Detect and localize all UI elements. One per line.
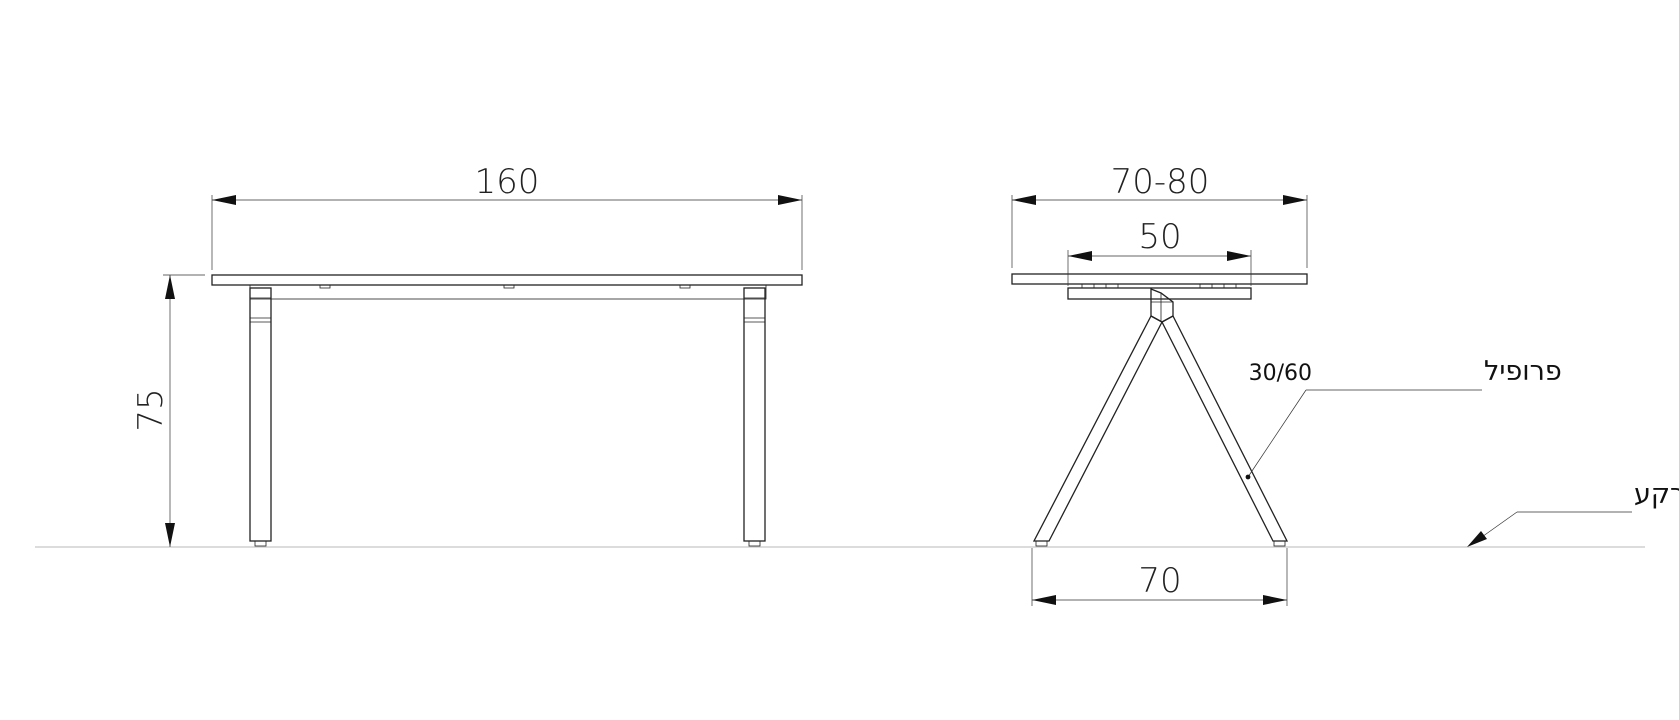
front-height-label: 75 (131, 388, 171, 431)
side-base-width-label: 70 (1138, 561, 1181, 601)
front-bracket-3 (679, 284, 691, 289)
ground-callout (1467, 511, 1632, 547)
side-left-foot (1035, 540, 1048, 547)
side-base-width-dimension (1031, 548, 1288, 606)
front-right-leg (734, 284, 766, 547)
side-tabletop (1011, 273, 1308, 285)
side-frame-width-dimension (1067, 250, 1252, 286)
front-view: 160 75 (131, 162, 803, 547)
front-bracket-1 (319, 284, 331, 289)
ground-label: פני קרקע (1634, 479, 1679, 510)
front-width-dimension (211, 195, 803, 270)
front-bracket-2 (503, 284, 515, 289)
front-tabletop (211, 274, 803, 286)
side-left-leg (1032, 315, 1163, 542)
front-left-leg (249, 284, 281, 547)
side-right-foot (1273, 540, 1286, 547)
side-top-width-label: 70-80 (1111, 162, 1210, 202)
side-view: 70-80 50 70 (1011, 162, 1308, 606)
profile-label: פרופיל (1484, 356, 1562, 387)
front-height-dimension (163, 274, 205, 547)
side-top-width-dimension (1011, 195, 1308, 268)
front-frame-beam (249, 284, 767, 300)
front-width-label: 160 (475, 162, 540, 202)
profile-callout (1245, 389, 1482, 480)
side-frame-width-label: 50 (1138, 217, 1181, 257)
side-frame (1067, 287, 1252, 300)
side-leg-node (1150, 288, 1174, 323)
side-right-leg (1161, 315, 1289, 542)
profile-size-label: 30/60 (1249, 361, 1312, 386)
